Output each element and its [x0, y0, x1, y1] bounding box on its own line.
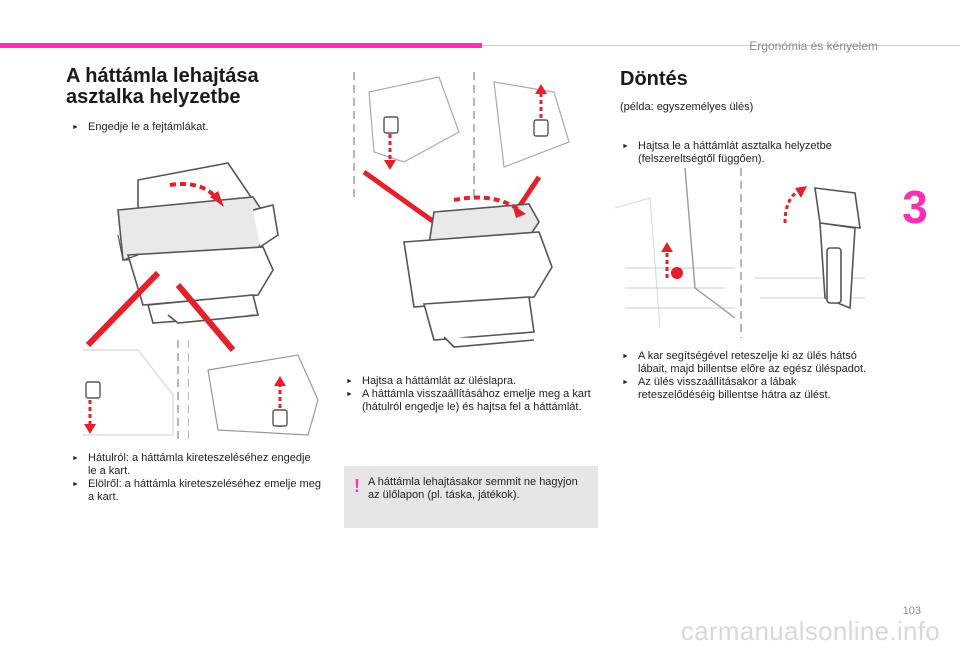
middle-steps-list: Hajtsa a háttámlát az üléslapra. A háttá…: [344, 375, 598, 414]
step-fold-table-position: Hajtsa le a háttámlát asztalka helyzetbe…: [620, 140, 888, 166]
warning-text: A háttámla lehajtásakor semmit ne hagyjo…: [368, 476, 578, 501]
left-steps-list: Hátulról: a háttámla kireteszeléséhez en…: [70, 452, 322, 504]
chapter-number: 3: [902, 181, 928, 233]
header-accent-bar: [0, 43, 482, 48]
seat-folding-illustration: [85, 162, 279, 352]
section-title-tilting: Döntés: [620, 68, 688, 90]
section-title-folding: A háttámla lehajtása asztalka helyzetbe: [66, 65, 259, 108]
step-rear-lever: Hátulról: a háttámla kireteszeléséhez en…: [70, 452, 322, 478]
front-lever-illustration: [188, 340, 319, 440]
folded-seat-illustration: [353, 72, 570, 348]
header-rule: [482, 45, 960, 46]
tilting-seat-illustration: [615, 168, 865, 338]
page-number: 103: [902, 605, 921, 617]
warning-icon: !: [354, 476, 360, 496]
warning-note: ! A háttámla lehajtásakor semmit ne hagy…: [344, 466, 598, 528]
step-fold-backrest: Hajtsa a háttámlát az üléslapra.: [344, 375, 598, 388]
watermark: carmanualsonline.info: [680, 616, 940, 646]
step-front-lever: Elölről: a háttámla kireteszeléséhez eme…: [70, 478, 322, 504]
step-unlock-legs: A kar segítségével reteszelje ki az ülés…: [620, 350, 876, 376]
right-steps-list: A kar segítségével reteszelje ki az ülés…: [620, 350, 876, 402]
example-subtitle: (példa: egyszemélyes ülés): [620, 101, 754, 113]
step-lower-headrests: Engedje le a fejtámlákat.: [70, 121, 338, 134]
step-restore-seat: Az ülés visszaállításakor a lábak retesz…: [620, 376, 876, 402]
rear-lever-illustration: [83, 340, 179, 440]
step-restore-backrest: A háttámla visszaállításához emelje meg …: [344, 388, 598, 414]
chapter-title: Ergonómia és kényelem: [749, 39, 878, 53]
